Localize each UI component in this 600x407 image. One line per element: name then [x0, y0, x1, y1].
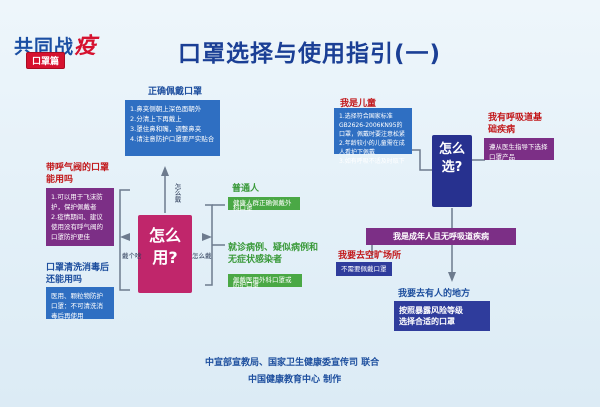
- logo-tag: 口罩篇: [26, 52, 66, 69]
- resp-box: 遵从医生指导下选择口罩产品: [484, 138, 554, 161]
- arrow-right: [202, 233, 212, 241]
- crowd-heading: 我要去有人的地方: [398, 289, 471, 299]
- wash-box: 医用、颗粒物防护口罩：不可清洗消毒后再使用: [46, 287, 114, 320]
- public-box: 不需要佩戴口罩: [336, 262, 392, 276]
- crowd-box: 按照暴露风险等级 选择合适的口罩: [394, 301, 490, 331]
- page-title: 口罩选择与使用指引(一): [178, 41, 442, 67]
- footer-line1: 中宣部宣教局、国家卫生健康委宣传司 联合: [205, 358, 380, 368]
- arrow-up-label: 怎么戴: [173, 183, 181, 203]
- arrow-up: [161, 166, 169, 176]
- resp-heading: 我有呼吸道基础疾病: [488, 113, 543, 135]
- correct-steps-box: 1.鼻夹侧朝上深色面朝外 2.分清上下再戴上 3.罩住鼻和嘴，调整鼻夹 4.请注…: [125, 100, 220, 156]
- correct-heading: 正确佩戴口罩: [148, 87, 203, 97]
- adult-bar: 我是成年人且无呼吸道疾病: [366, 228, 516, 245]
- normal-box: 健康人群正确佩戴外科口罩: [228, 197, 300, 211]
- arrow-left-label: 戴个啥: [122, 252, 142, 260]
- arrow-left: [120, 233, 130, 241]
- normal-heading: 普通人: [232, 184, 260, 194]
- clinic-box: 佩戴医用外科口罩或防护口罩: [228, 274, 302, 288]
- clinic-heading: 就诊病例、疑似病例和无症状感染者: [228, 243, 319, 265]
- arrow-right-label: 怎么戴: [192, 252, 212, 260]
- child-heading: 我是儿童: [340, 99, 377, 109]
- right-brace: [205, 204, 213, 286]
- wash-heading: 口罩清洗消毒后还能用吗: [46, 263, 110, 285]
- how-to-use-center: 怎么 用?: [138, 215, 192, 293]
- valve-box: 1.可以用于飞沫防护，保护佩戴者 2.疫情期间、建议使用没有呼气阀的 口罩防护更…: [46, 188, 114, 246]
- child-box: 1.选择符合国家标准GB2626-2006KN95的 口罩，佩戴时要注意松紧 2…: [334, 108, 412, 165]
- arrow-down: [448, 272, 456, 282]
- left-brace: [119, 189, 130, 291]
- how-to-choose-center: 怎么选?: [432, 135, 472, 207]
- footer-line2: 中国健康教育中心 制作: [248, 375, 342, 385]
- public-heading: 我要去空旷场所: [338, 251, 402, 261]
- valve-heading: 带呼气阀的口罩能用吗: [46, 163, 110, 185]
